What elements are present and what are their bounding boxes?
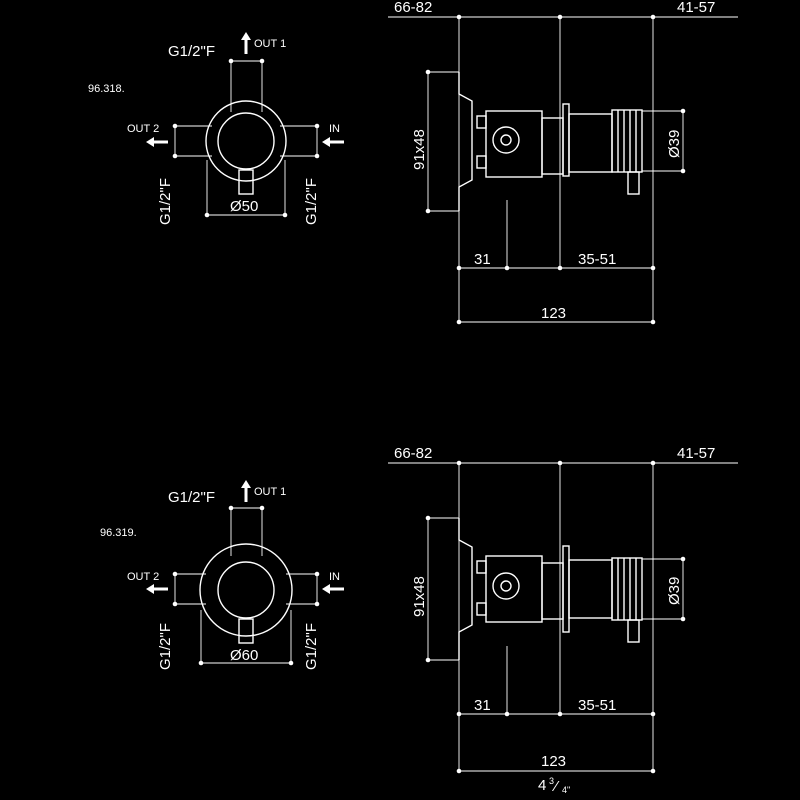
- model-number: 96.319.: [100, 527, 137, 539]
- diagram-96-319: 96.319. G1/2"F OUT 1 OUT 2: [100, 445, 738, 795]
- front-view-96-318: 96.318. G1/2"F OUT 1: [88, 32, 344, 225]
- thread-label-right: G1/2"F: [303, 623, 320, 670]
- wall-flange: [562, 103, 570, 177]
- side-view-96-318: 66-82 41-57 91x48: [388, 0, 738, 325]
- inch-fraction-slash: ⁄: [551, 778, 560, 795]
- mounting-plate: [458, 518, 473, 660]
- out1-label: OUT 1: [254, 486, 286, 498]
- side-dim-total: 123: [541, 753, 566, 770]
- diagram-96-318: 96.318. G1/2"F OUT 1: [88, 0, 738, 325]
- in-label: IN: [329, 571, 340, 583]
- handle-body: [568, 559, 613, 619]
- plate-dim-label: 91x48: [411, 129, 428, 170]
- front-view-96-319: 96.319. G1/2"F OUT 1 OUT 2: [100, 480, 344, 670]
- side-dim-bottom-b: 35-51: [578, 251, 616, 268]
- handle-grip: [611, 109, 643, 173]
- handle-body: [568, 113, 613, 173]
- mounting-plate: [458, 72, 473, 211]
- thread-label-left: G1/2"F: [157, 178, 174, 225]
- in-label: IN: [329, 123, 340, 135]
- valve-body: [485, 110, 543, 178]
- valve-port-outer: [492, 572, 520, 600]
- side-dim-bottom-a: 31: [474, 697, 491, 714]
- diameter-label: Ø60: [230, 647, 258, 664]
- valve-port-inner: [500, 580, 512, 592]
- thread-label-top: G1/2"F: [168, 43, 215, 60]
- handle-grip: [611, 557, 643, 621]
- handle-lever: [627, 619, 640, 643]
- wall-flange: [562, 545, 570, 633]
- stem-dim-label: Ø39: [666, 130, 683, 158]
- stem-dim-label: Ø39: [666, 577, 683, 605]
- out2-arrow-icon: [146, 137, 168, 147]
- side-dim-bottom-b: 35-51: [578, 697, 616, 714]
- body-outer-circle: [205, 100, 287, 182]
- side-view-96-319: 66-82 41-57 91x48: [388, 445, 738, 795]
- inch-numerator: 3: [549, 776, 554, 786]
- model-number: 96.318.: [88, 83, 125, 95]
- plate-dim-label: 91x48: [411, 576, 428, 617]
- body-inner-circle: [217, 112, 275, 170]
- side-dim-top-left: 66-82: [394, 445, 432, 462]
- out1-label: OUT 1: [254, 38, 286, 50]
- side-dim-bottom-a: 31: [474, 251, 491, 268]
- thread-label-left: G1/2"F: [157, 623, 174, 670]
- handle-lever: [238, 618, 254, 644]
- diameter-label: Ø50: [230, 198, 258, 215]
- out2-label: OUT 2: [127, 123, 159, 135]
- in-arrow-icon: [322, 584, 344, 594]
- side-dim-top-left: 66-82: [394, 0, 432, 16]
- side-dim-total: 123: [541, 305, 566, 322]
- out1-arrow-icon: [241, 32, 251, 54]
- thread-label-top: G1/2"F: [168, 489, 215, 506]
- valve-port-outer: [492, 126, 520, 154]
- body-inner-circle: [217, 561, 275, 619]
- out1-arrow-icon: [241, 480, 251, 502]
- side-dim-top-right: 41-57: [677, 0, 715, 16]
- valve-body: [485, 555, 543, 623]
- out2-label: OUT 2: [127, 571, 159, 583]
- thread-label-right: G1/2"F: [303, 178, 320, 225]
- inch-whole: 4: [538, 777, 546, 794]
- handle-lever: [627, 171, 640, 195]
- in-arrow-icon: [322, 137, 344, 147]
- out2-arrow-icon: [146, 584, 168, 594]
- handle-lever: [238, 169, 254, 195]
- valve-port-inner: [500, 134, 512, 146]
- body-outer-circle: [199, 543, 293, 637]
- inch-denominator: 4": [562, 785, 570, 795]
- side-dim-top-right: 41-57: [677, 445, 715, 462]
